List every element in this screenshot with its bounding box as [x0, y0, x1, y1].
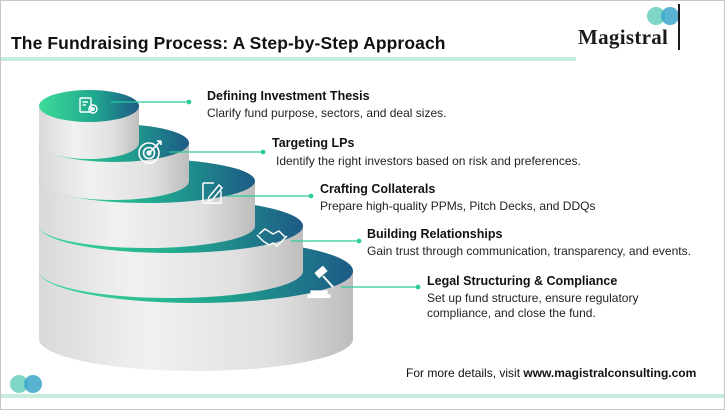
target-icon: [138, 140, 162, 164]
logo-divider: [678, 4, 680, 50]
footer-rule: [1, 394, 724, 398]
step-4-description: Gain trust through communication, transp…: [367, 244, 691, 258]
footer-circles-icon: [10, 375, 42, 393]
step-3-description: Prepare high-quality PPMs, Pitch Decks, …: [320, 199, 596, 213]
logo-circles-icon: [647, 7, 679, 25]
logo-text: Magistral: [578, 25, 669, 49]
investment-thesis-icon: [79, 97, 98, 114]
gavel-icon: [307, 265, 334, 299]
footer-link[interactable]: www.magistralconsulting.com: [523, 366, 697, 380]
edit-document-icon: [202, 182, 224, 204]
step-2-description: Identify the right investors based on ri…: [276, 154, 581, 168]
step-3-heading: Crafting Collaterals: [320, 182, 436, 196]
title-underline: [1, 57, 576, 61]
handshake-icon: [256, 228, 288, 247]
footer-text: For more details, visit www.magistralcon…: [406, 366, 696, 380]
step-1-heading: Defining Investment Thesis: [207, 89, 370, 103]
step-2-heading: Targeting LPs: [272, 136, 355, 150]
step-1-description: Clarify fund purpose, sectors, and deal …: [207, 106, 447, 120]
step-4-heading: Building Relationships: [367, 227, 503, 241]
page-title: The Fundraising Process: A Step-by-Step …: [11, 33, 446, 53]
step-5-description: Set up fund structure, ensure regulatory…: [427, 291, 639, 320]
footer-prefix: For more details, visit: [406, 366, 524, 380]
tier-1-top: [39, 90, 139, 122]
step-5-heading: Legal Structuring & Compliance: [427, 274, 618, 288]
